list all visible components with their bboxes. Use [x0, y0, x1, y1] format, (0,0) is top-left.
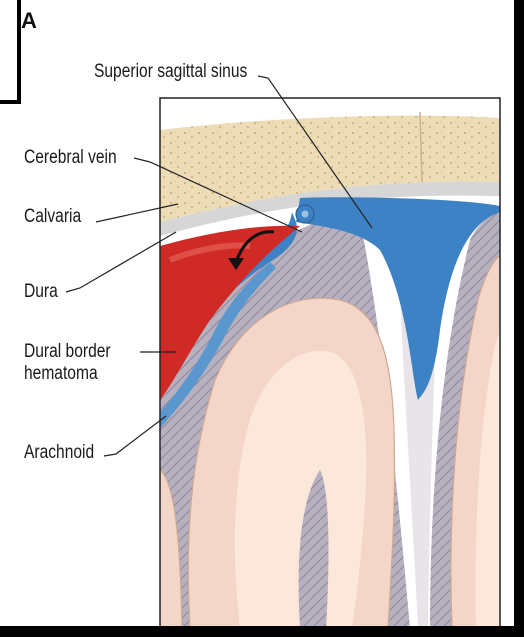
leader-arachnoid [104, 416, 166, 456]
right-border-bar [514, 0, 524, 637]
label-hematoma: hematoma [24, 364, 98, 384]
label-dural-border: Dural border [24, 342, 111, 362]
label-dura: Dura [24, 282, 58, 302]
label-cerebral-vein: Cerebral vein [24, 148, 117, 168]
label-arachnoid: Arachnoid [24, 443, 94, 463]
label-superior-sagittal-sinus: Superior sagittal sinus [94, 62, 247, 82]
label-calvaria: Calvaria [24, 207, 81, 227]
panel-letter: A [21, 8, 36, 34]
bottom-border-bar [0, 626, 524, 637]
panel-label-box [0, 0, 21, 104]
